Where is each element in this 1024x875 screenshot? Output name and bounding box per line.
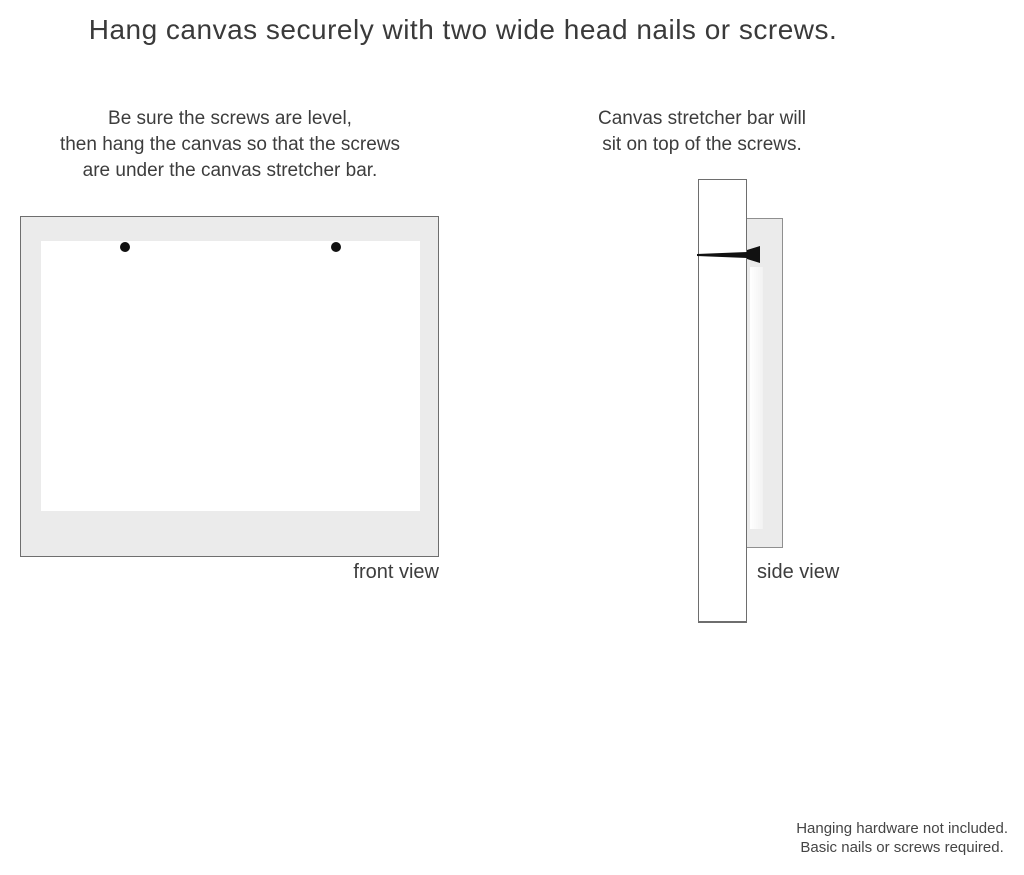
front-view-note: Be sure the screws are level, then hang … xyxy=(20,106,440,184)
page-title: Hang canvas securely with two wide head … xyxy=(88,14,838,45)
side-view-note-line: Canvas stretcher bar will xyxy=(597,108,807,129)
side-view-canvas-diagram xyxy=(745,218,783,548)
hardware-disclaimer-line: Basic nails or screws required. xyxy=(800,839,1004,856)
screw-dot-left-icon xyxy=(120,242,130,252)
side-view-note-line: sit on top of the screws. xyxy=(602,134,802,155)
side-view-note: Canvas stretcher bar will sit on top of … xyxy=(558,106,846,158)
canvas-inner-area xyxy=(41,241,420,511)
screw-dot-right-icon xyxy=(331,242,341,252)
front-view-note-line: are under the canvas stretcher bar. xyxy=(82,160,378,181)
front-view-note-line: Be sure the screws are level, xyxy=(108,108,352,129)
hardware-disclaimer: Hanging hardware not included. Basic nai… xyxy=(796,819,1008,857)
front-view-canvas-diagram xyxy=(20,216,439,557)
canvas-edge-highlight xyxy=(750,267,763,529)
front-view-note-line: then hang the canvas so that the screws xyxy=(59,134,401,155)
side-view-label: side view xyxy=(757,561,840,583)
nail-icon xyxy=(697,246,760,263)
front-view-label: front view xyxy=(353,561,439,583)
hardware-disclaimer-line: Hanging hardware not included. xyxy=(796,820,1008,837)
